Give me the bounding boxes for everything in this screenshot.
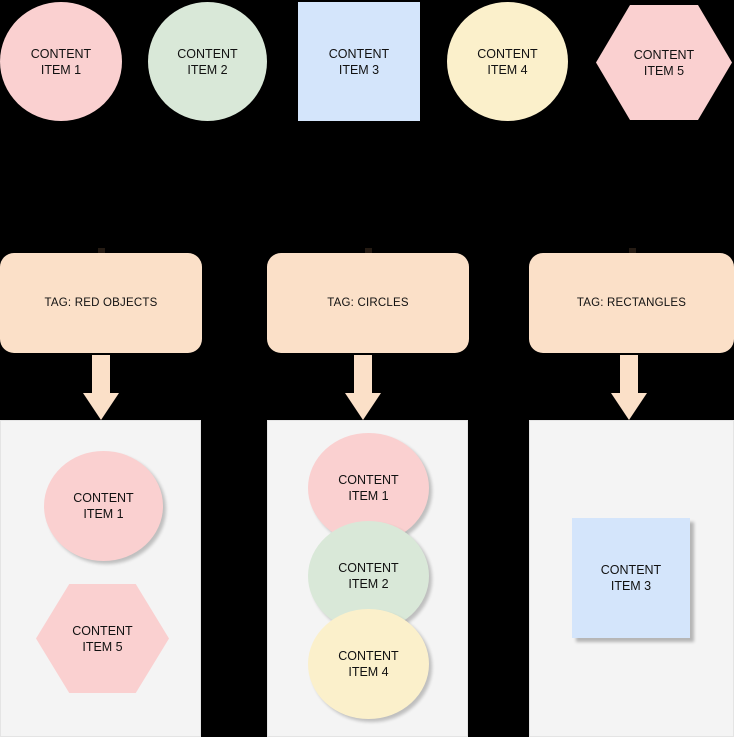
group-member-label: CONTENT ITEM 5 (72, 623, 133, 654)
arrow-head (83, 393, 119, 420)
source-item-label: CONTENT ITEM 2 (177, 46, 238, 77)
down-arrow-icon-red (83, 355, 119, 420)
source-item-4-circle[interactable]: CONTENT ITEM 4 (447, 2, 568, 121)
tag-label: TAG: RED OBJECTS (44, 297, 158, 309)
tag-connector-nub-icon (98, 248, 105, 253)
down-arrow-icon-rectangles (611, 355, 647, 420)
source-item-label: CONTENT ITEM 3 (328, 46, 390, 77)
group-member-label: CONTENT ITEM 2 (338, 561, 399, 591)
group-member-label: CONTENT ITEM 3 (600, 563, 662, 593)
tag-box-circles[interactable]: TAG: CIRCLES (267, 253, 469, 353)
source-item-3-rectangle[interactable]: CONTENT ITEM 3 (298, 2, 420, 121)
source-item-label: CONTENT ITEM 5 (633, 47, 695, 78)
tag-box-rectangles[interactable]: TAG: RECTANGLES (529, 253, 734, 353)
group-member-g2-item-4[interactable]: CONTENT ITEM 4 (308, 609, 429, 719)
arrow-head (611, 393, 647, 420)
tag-connector-nub-icon (628, 248, 636, 253)
group-member-g1-item-5[interactable]: CONTENT ITEM 5 (36, 584, 169, 693)
arrow-stem (354, 355, 372, 395)
group-member-label: CONTENT ITEM 4 (338, 649, 399, 679)
source-item-label: CONTENT ITEM 4 (477, 46, 538, 77)
arrow-stem (92, 355, 110, 395)
tag-connector-nub-icon (365, 248, 372, 253)
tag-box-red[interactable]: TAG: RED OBJECTS (0, 253, 202, 353)
source-item-label: CONTENT ITEM 1 (30, 46, 92, 77)
tag-label: TAG: RECTANGLES (576, 297, 687, 309)
group-container-red-objects[interactable]: CONTENT ITEM 1 CONTENT ITEM 5 (0, 420, 201, 737)
source-item-2-circle[interactable]: CONTENT ITEM 2 (148, 2, 267, 121)
arrow-stem (620, 355, 638, 395)
group-member-g1-item-1[interactable]: CONTENT ITEM 1 (44, 451, 163, 561)
source-item-5-hexagon[interactable]: CONTENT ITEM 5 (596, 5, 732, 120)
group-container-rectangles[interactable]: CONTENT ITEM 3 (529, 420, 734, 737)
group-member-label: CONTENT ITEM 1 (338, 473, 399, 503)
group-member-g3-item-3[interactable]: CONTENT ITEM 3 (572, 518, 690, 638)
tag-label: TAG: CIRCLES (327, 297, 409, 309)
group-member-label: CONTENT ITEM 1 (73, 491, 134, 521)
arrow-head (345, 393, 381, 420)
down-arrow-icon-circles (345, 355, 381, 420)
source-item-1-circle[interactable]: CONTENT ITEM 1 (0, 2, 122, 121)
group-container-circles[interactable]: CONTENT ITEM 1 CONTENT ITEM 2 CONTENT ITEM… (267, 420, 468, 737)
